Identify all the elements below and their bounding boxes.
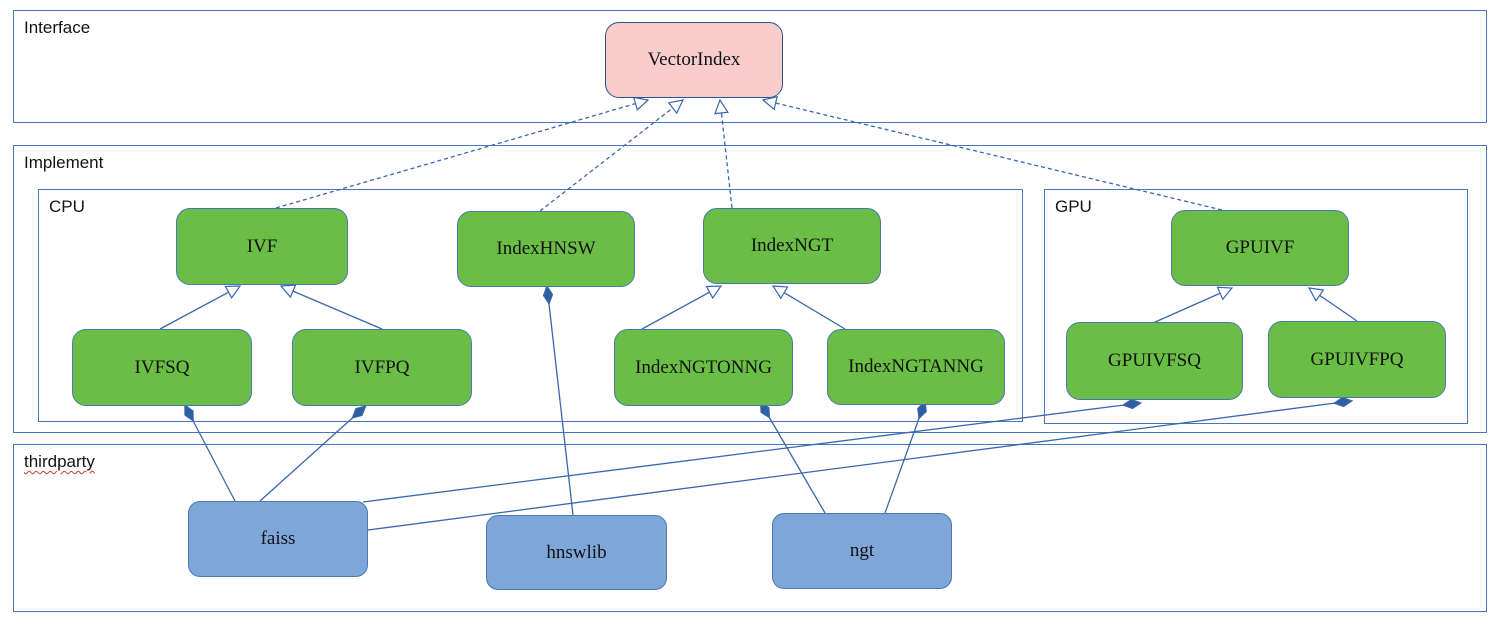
indexhnsw-class-node: IndexHNSW — [457, 211, 635, 287]
cpu-group-label: CPU — [49, 197, 85, 216]
hnswlib-class-label: hnswlib — [546, 541, 607, 563]
indexngtonng-class-label: IndexNGTONNG — [635, 356, 772, 378]
indexngt-class-label: IndexNGT — [750, 235, 834, 256]
indexngtanng-class-label: IndexNGTANNG — [848, 356, 984, 377]
ivf-class-label: IVF — [246, 235, 278, 257]
indexngtanng-class-node: IndexNGTANNG — [827, 329, 1005, 405]
indexngt-class-node: IndexNGT — [703, 208, 881, 284]
hnswlib-class-node: hnswlib — [486, 515, 667, 590]
ivfpq-class-node: IVFPQ — [292, 329, 472, 406]
ivf-class-node: IVF — [176, 208, 348, 285]
gpuivfpq-class-label: GPUIVFPQ — [1310, 348, 1404, 370]
vectorindex-class-label: VectorIndex — [647, 49, 741, 70]
indexngtonng-class-node: IndexNGTONNG — [614, 329, 793, 406]
interface-group-label: Interface — [24, 18, 91, 37]
ngt-class-node: ngt — [772, 513, 952, 589]
indexhnsw-class-label: IndexHNSW — [496, 238, 596, 259]
faiss-class-label: faiss — [260, 528, 296, 549]
gpu-group-label: GPU — [1055, 197, 1092, 216]
gpuivfsq-class-label: GPUIVFSQ — [1108, 350, 1201, 371]
ngt-class-label: ngt — [849, 540, 875, 561]
ivfsq-class-label: IVFSQ — [134, 356, 190, 378]
thirdparty-group-label: thirdparty — [24, 452, 95, 471]
implement-group-label: Implement — [24, 153, 104, 172]
gpuivf-class-node: GPUIVF — [1171, 210, 1349, 286]
ivfsq-class-node: IVFSQ — [72, 329, 252, 406]
vectorindex-class-node: VectorIndex — [605, 22, 783, 98]
gpuivf-class-label: GPUIVF — [1225, 237, 1295, 258]
ivfpq-class-label: IVFPQ — [354, 356, 410, 378]
faiss-class-node: faiss — [188, 501, 368, 577]
gpuivfsq-class-node: GPUIVFSQ — [1066, 322, 1243, 400]
gpuivfpq-class-node: GPUIVFPQ — [1268, 321, 1446, 398]
